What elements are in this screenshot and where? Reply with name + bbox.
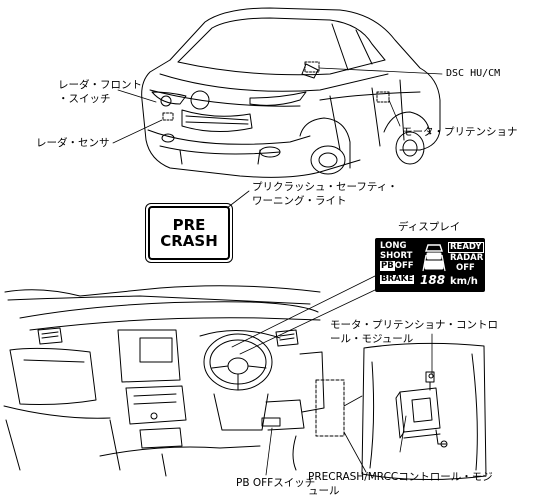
dsc-hu-cm-label: DSC HU/CM [446,68,501,79]
pretensioner-control-label-cont: ール・モジュール [330,333,414,345]
precrash-module-leader [399,415,407,453]
display-speed-digits: 188 [420,273,446,287]
module-inset [315,342,487,481]
display-speed-unit: km/h [450,276,478,287]
display-pb-off: PBOFF [380,261,414,271]
precrash-module-label: PRECRASH/MRCCコントロール・モジ [308,471,493,483]
pretensioner-control-label: モータ・プリテンショナ・コントロ [330,319,498,331]
display-brake: BRAKE [380,274,414,284]
radar-front-switch-label-cont: ・スイッチ [58,93,111,105]
top-leader-lines [112,67,443,144]
display-radar-off: OFF [456,263,475,273]
warning-light-label: プリクラッシュ・セーフティ・ [252,181,398,193]
precrash-module-label-cont: ュール [308,485,340,497]
radar-front-switch-label: レーダ・フロント [58,79,142,91]
display-pb: PB [380,261,395,271]
display-pb-off-text: OFF [394,261,414,271]
motor-pretensioner-label: モータ・プリテンショナ [402,126,518,138]
display-radar: RADAR [450,253,484,263]
display-short: SHORT [380,251,413,261]
display-panel: LONG SHORT PBOFF BRAKE READY RADAR OFF 1… [375,238,485,292]
pb-off-switch-label: PB OFFスイッチ [236,477,316,489]
pre-crash-line1: PRE [172,216,206,234]
vehicle-exterior-drawing [141,7,441,178]
pre-crash-warning-light: PRE CRASH [145,203,233,263]
display-ready: READY [448,242,484,253]
display-leader [231,275,376,355]
warning-light-label-cont: ワーニング・ライト [252,195,347,207]
radar-sensor-label: レーダ・センサ [36,137,110,149]
display-vehicle-icon [422,244,446,272]
display-label: ディスプレイ [398,221,461,233]
pb-off-leader [265,427,273,476]
dashboard-drawing [3,285,325,477]
display-long: LONG [380,241,407,251]
pre-crash-line2: CRASH [160,232,218,250]
